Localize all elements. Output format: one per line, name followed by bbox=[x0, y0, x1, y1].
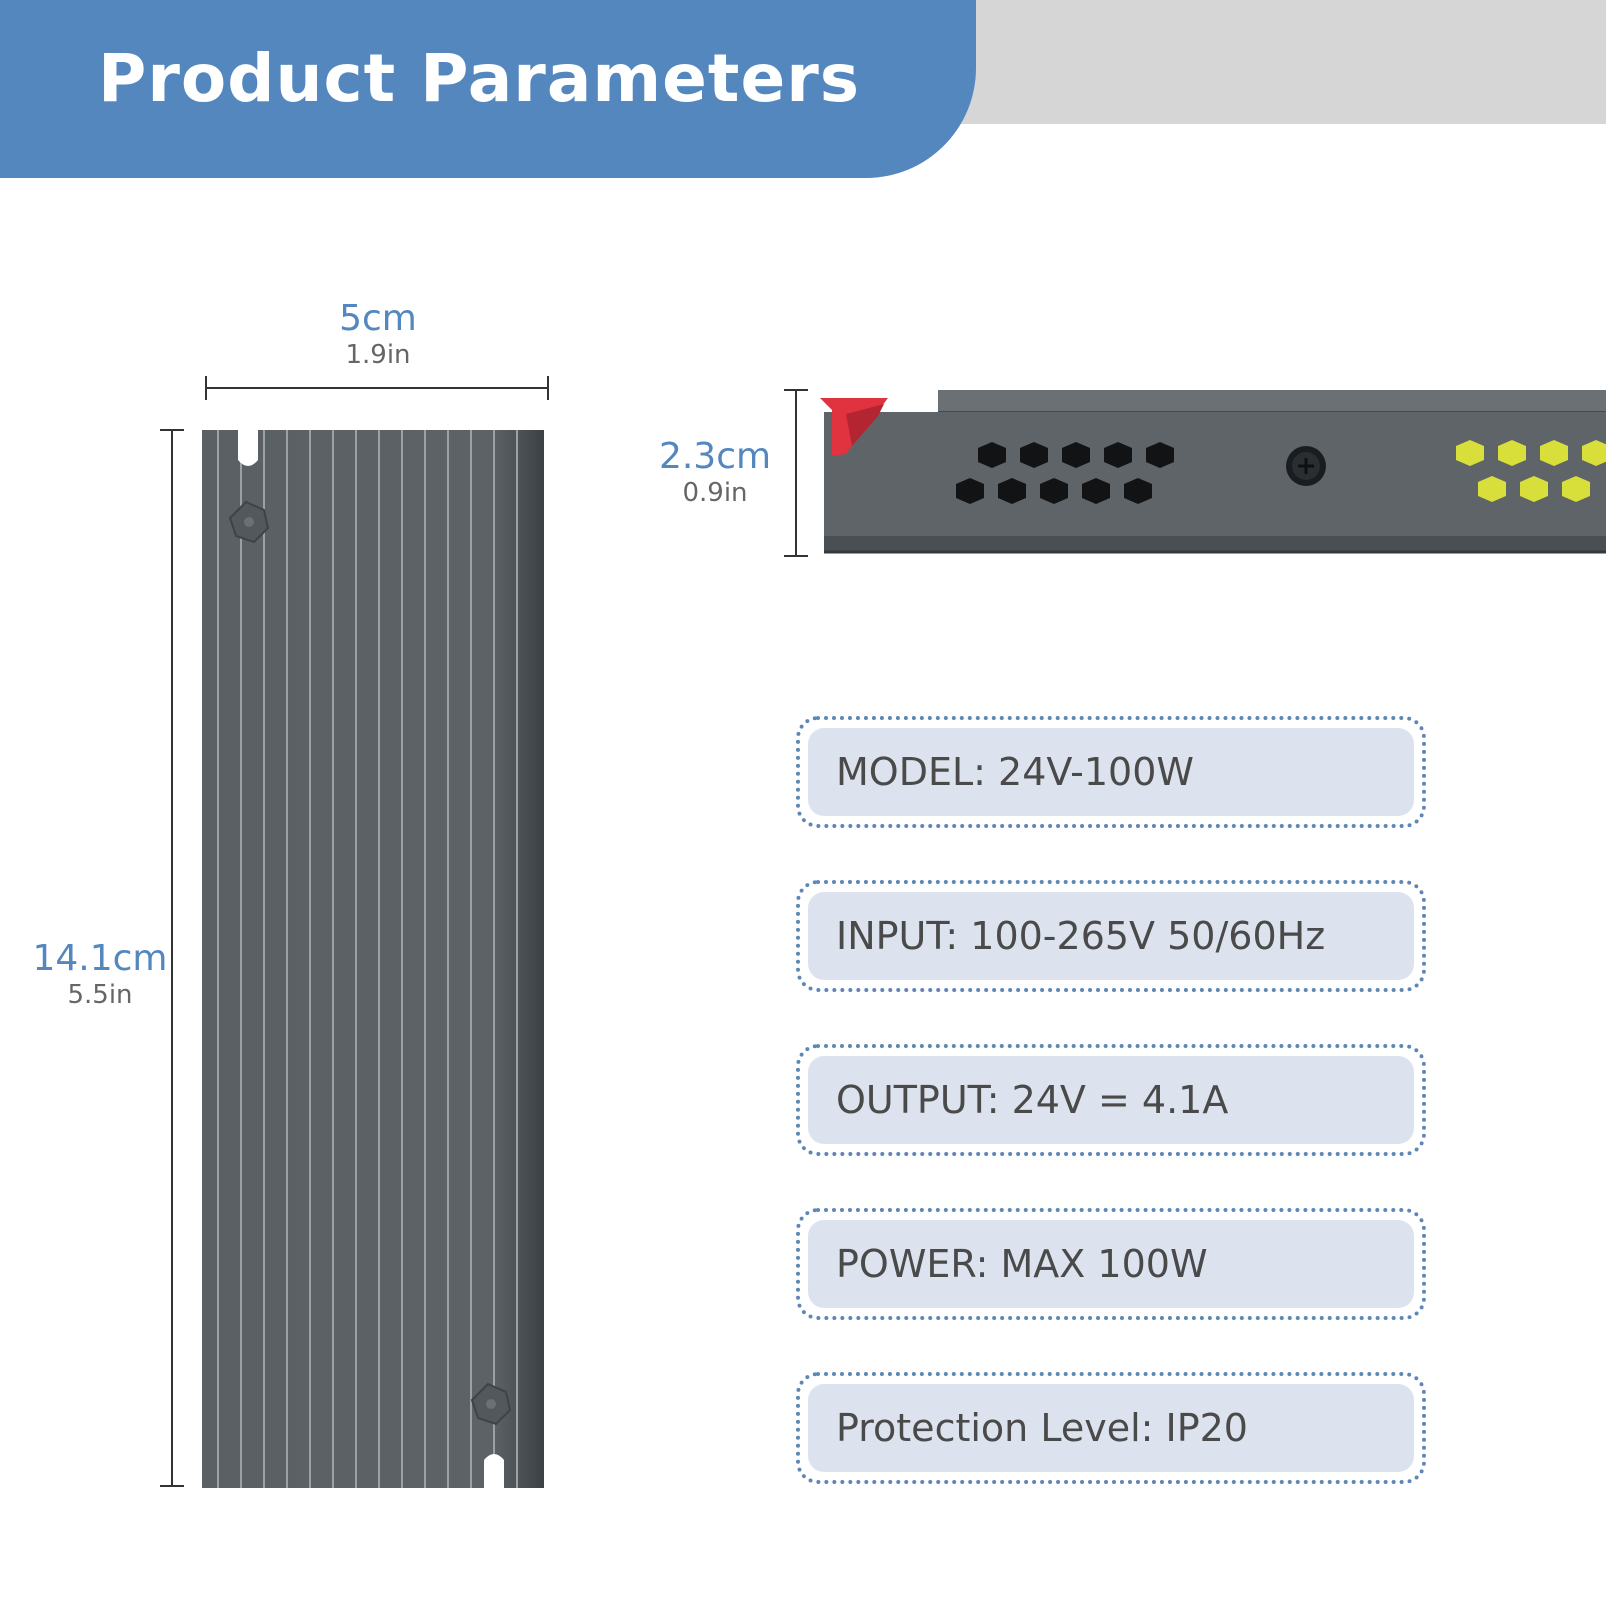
spec-box-protection: Protection Level: IP20 bbox=[796, 1372, 1426, 1484]
spec-output-text: OUTPUT: 24V = 4.1A bbox=[836, 1078, 1229, 1122]
height-dimension-metric: 2.3cm bbox=[658, 436, 772, 477]
spec-box-power: POWER: MAX 100W bbox=[796, 1208, 1426, 1320]
power-supply-side-view-image bbox=[820, 390, 1606, 554]
power-supply-top-view-image bbox=[202, 430, 544, 1488]
height-dimension-imperial: 0.9in bbox=[682, 478, 748, 508]
spec-box-output: OUTPUT: 24V = 4.1A bbox=[796, 1044, 1426, 1156]
spec-model-text: MODEL: 24V-100W bbox=[836, 750, 1194, 794]
width-dimension-line bbox=[205, 376, 549, 400]
length-dimension-metric: 14.1cm bbox=[32, 938, 168, 979]
height-dimension-line bbox=[784, 389, 808, 557]
spec-input-text: INPUT: 100-265V 50/60Hz bbox=[836, 914, 1326, 958]
page-title: Product Parameters bbox=[98, 40, 861, 117]
spec-box-model: MODEL: 24V-100W bbox=[796, 716, 1426, 828]
length-dimension-line bbox=[160, 429, 184, 1487]
header-background-strip bbox=[900, 0, 1606, 124]
header-banner: Product Parameters bbox=[0, 0, 976, 178]
width-dimension-metric: 5cm bbox=[339, 298, 417, 339]
width-dimension-imperial: 1.9in bbox=[345, 340, 411, 370]
spec-power-text: POWER: MAX 100W bbox=[836, 1242, 1208, 1286]
length-dimension-imperial: 5.5in bbox=[67, 980, 133, 1010]
spec-box-input: INPUT: 100-265V 50/60Hz bbox=[796, 880, 1426, 992]
spec-protection-text: Protection Level: IP20 bbox=[836, 1406, 1248, 1450]
